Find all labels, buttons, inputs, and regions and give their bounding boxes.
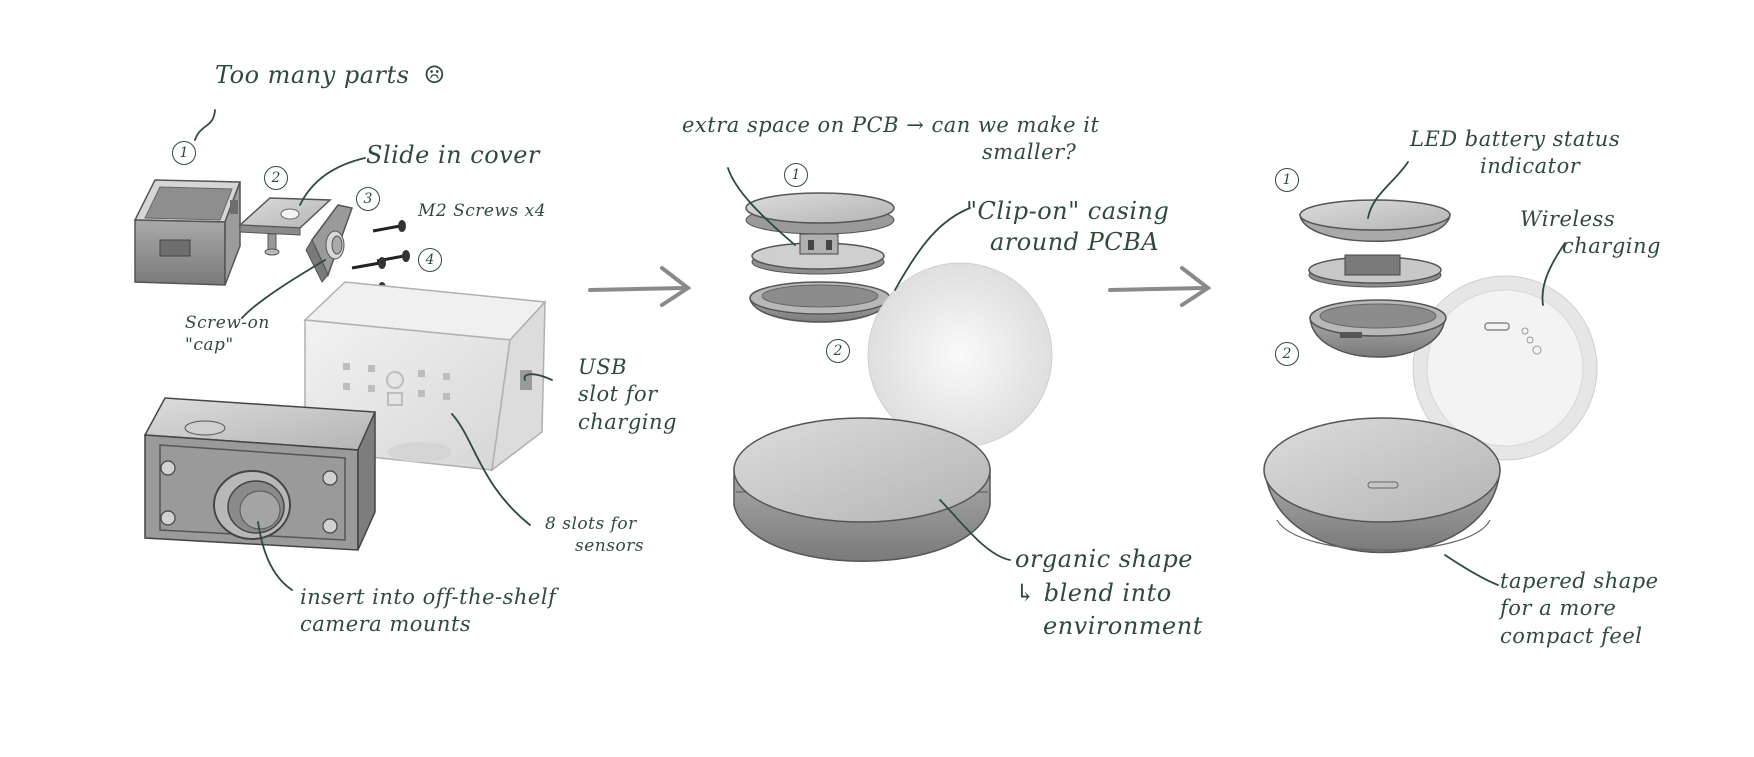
screw-on-cap-part [305, 204, 353, 283]
too-many-parts-text: Too many parts [215, 61, 410, 89]
top-lid-part [745, 192, 895, 235]
extra-space-line-1: extra space on PCB → can we make it [682, 113, 1100, 137]
panel3-number-1: 1 [1275, 168, 1299, 192]
organic-shape-label: organic shape ↳ blend into environment [1015, 543, 1203, 644]
usb-slot-line-2: slot for [578, 382, 658, 407]
organic-assembled-unit [733, 417, 991, 562]
clip-on-line-2: around PCBA [990, 228, 1160, 257]
usb-slot-line-3: charging [578, 409, 677, 434]
wireless-line-1: Wireless [1520, 207, 1616, 231]
sensor-slots-line-2: sensors [575, 536, 645, 557]
camera-mount-line-1: insert into off-the-shelf [300, 585, 557, 609]
wireless-charging-label: Wireless charging [1520, 206, 1661, 261]
tapered-line-1: tapered shape [1500, 569, 1659, 593]
panel-1-leader-lines [194, 109, 553, 591]
m2-screws-label: M2 Screws x4 [418, 201, 547, 221]
screw-on-cap-line-1: Screw-on [185, 313, 270, 333]
camera-mount-line-2: camera mounts [300, 612, 472, 637]
panel2-number-2: 2 [826, 339, 850, 363]
part-number-2: 2 [264, 166, 288, 190]
tapered-assembled-unit [1263, 417, 1501, 554]
slide-in-cover-part [238, 197, 332, 256]
tapered-shape-label: tapered shape for a more compact feel [1500, 568, 1659, 650]
usb-slot-line-1: USB [578, 355, 628, 379]
wireless-line-2: charging [1562, 234, 1661, 259]
panel-2-leader-lines [727, 167, 1011, 561]
screw-on-cap-label: Screw-on "cap" [185, 312, 270, 356]
screw-on-cap-line-2: "cap" [185, 335, 234, 356]
pcba-part-3 [1308, 254, 1442, 288]
part-number-1: 1 [172, 141, 196, 165]
sensor-slots-label: 8 slots for sensors [545, 513, 644, 557]
panel2-number-1: 1 [784, 163, 808, 187]
panel-1-parts [133, 179, 547, 551]
extra-space-line-2: smaller? [982, 140, 1077, 165]
slide-in-cover-label: Slide in cover [366, 141, 540, 169]
usb-slot-label: USB slot for charging [578, 354, 677, 436]
transition-arrow-2 [1108, 266, 1212, 307]
clip-on-line-1: "Clip-on" casing [966, 197, 1170, 225]
tapered-line-2: for a more [1500, 596, 1617, 621]
panel-3-leader-lines [1367, 161, 1566, 586]
part-number-4: 4 [418, 248, 442, 272]
transition-arrow-1 [588, 266, 692, 307]
led-line-1: LED battery status [1410, 127, 1621, 151]
panel-2-parts [733, 192, 1053, 562]
led-line-2: indicator [1480, 154, 1581, 179]
part-number-3: 3 [356, 187, 380, 211]
too-many-parts-title: Too many parts ☹ [215, 60, 446, 91]
pcba-part [751, 233, 885, 275]
extra-space-label: extra space on PCB → can we make it smal… [682, 112, 1099, 167]
casing-part-3 [1309, 299, 1447, 358]
panel-3-parts [1263, 199, 1598, 554]
open-box-part [133, 179, 242, 286]
organic-line-1: organic shape [1015, 545, 1193, 573]
tapered-line-3: compact feel [1500, 623, 1643, 648]
clip-on-casing-part [749, 281, 891, 323]
m2-screws [351, 224, 405, 294]
panel3-number-2: 2 [1275, 342, 1299, 366]
organic-line-2: ↳ blend into [1015, 578, 1172, 607]
camera-mount-box [143, 397, 377, 551]
organic-line-3: environment [1043, 612, 1203, 641]
charging-back-disc [1412, 275, 1598, 461]
frown-icon: ☹ [423, 61, 446, 89]
led-lid-part [1299, 199, 1451, 242]
camera-mount-label: insert into off-the-shelf camera mounts [300, 584, 556, 639]
led-indicator-label: LED battery status indicator [1410, 126, 1620, 181]
sensor-slots-line-1: 8 slots for [545, 514, 637, 534]
clip-on-casing-label: "Clip-on" casing around PCBA [966, 196, 1169, 258]
